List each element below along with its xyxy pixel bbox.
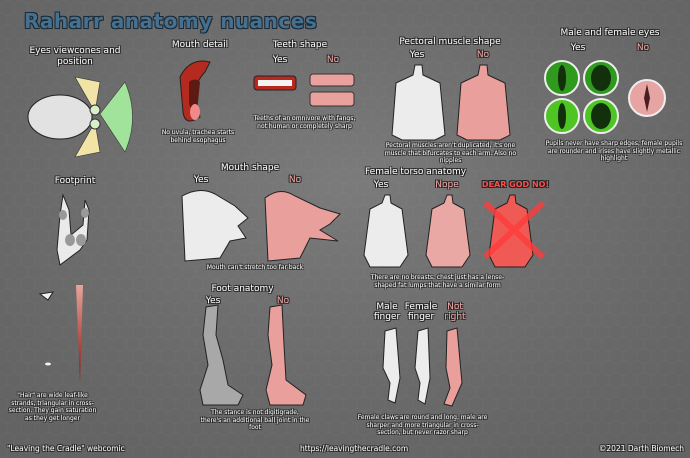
female-finger-label: Female finger [404, 302, 438, 322]
eyes-mf-caption: Pupils never have sharp edges, female pu… [545, 140, 683, 162]
foot-anatomy-label: Foot anatomy [211, 284, 274, 294]
fingers-illustration [382, 327, 463, 407]
not-right-finger-label: Not right [444, 302, 466, 322]
mouth-shape-heads-illustration [181, 190, 341, 262]
eyes-mf-label: Male and female eyes [560, 28, 660, 38]
mouth-detail-caption: No uvula, trachea starts behind esophagu… [161, 129, 235, 144]
teeth-comparison-illustration [253, 73, 355, 107]
footer-url-link[interactable]: https://leavingthecradle.com [300, 444, 409, 453]
torso-yes-label: Yes [373, 180, 389, 190]
foot-anatomy-caption: The stance is not digitigrade, there's a… [200, 409, 310, 431]
page-title: Raharr anatomy nuances [24, 9, 318, 33]
mouth-yes-label: Yes [193, 175, 209, 185]
female-torso-caption: There are no breasts, chest just has a l… [370, 274, 505, 289]
pectoral-torsos-illustration [391, 64, 511, 141]
eyes-yes-label: Yes [570, 43, 586, 53]
teeth-no-label: No [326, 55, 340, 65]
pectoral-caption: Pectoral muscles aren't duplicated, it's… [384, 142, 517, 164]
hair-strand-illustration [38, 285, 83, 382]
eyes-no-label: No [636, 43, 650, 53]
female-torsos-illustration [363, 194, 546, 268]
teeth-shape-caption: Teeths of an omnivore with fangs, not hu… [253, 115, 356, 130]
mouth-no-label: No [288, 175, 302, 185]
footprint-label: Footprint [54, 176, 96, 186]
mouth-shape-label: Mouth shape [220, 163, 280, 173]
footer-copyright: ©2021 Darth Biomech [598, 444, 684, 453]
mouth-shape-caption: Mouth can't stretch too far back [206, 264, 304, 271]
teeth-shape-label: Teeth shape [272, 40, 328, 50]
foot-anatomy-illustration [199, 304, 307, 406]
male-finger-label: Male finger [373, 302, 401, 322]
pectoral-label: Pectoral muscle shape [399, 37, 501, 47]
footer-webcomic-title: "Leaving the Cradle" webcomic [7, 444, 125, 453]
mouth-interior-illustration [179, 60, 211, 122]
mouth-detail-label: Mouth detail [171, 40, 229, 50]
foot-yes-label: Yes [205, 296, 221, 306]
torso-dear-god-label: DEAR GOD NO! [481, 180, 550, 189]
foot-no-label: No [276, 296, 290, 306]
fingers-caption: Female claws are round and long, male ar… [357, 414, 488, 436]
pectoral-no-label: No [476, 50, 490, 60]
eyes-illustration [544, 60, 666, 134]
teeth-yes-label: Yes [272, 55, 288, 65]
female-torso-label: Female torso anatomy [365, 167, 467, 177]
footprint-illustration [56, 193, 90, 266]
torso-nope-label: Nope [435, 180, 459, 190]
hair-caption: "Hair" are wide leaf-like strands, trian… [8, 392, 97, 422]
skull-viewcones-illustration [27, 76, 133, 158]
pectoral-yes-label: Yes [409, 50, 425, 60]
eyes-viewcones-label: Eyes viewcones and position [29, 46, 121, 67]
